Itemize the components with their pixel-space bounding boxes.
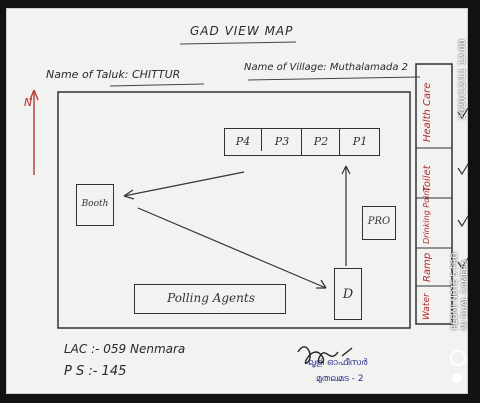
photo-timestamp: 2020/12/11 12:00 (458, 39, 468, 120)
facility-water: Water (422, 293, 432, 320)
polling-agents-label: Polling Agents (167, 291, 255, 305)
facility-drinking-point: Drinking Point (422, 187, 431, 244)
door-label: D (342, 287, 354, 302)
pro-label: PRO (367, 216, 391, 227)
room-p3: P3 (263, 129, 302, 155)
booth-box: Booth (76, 184, 114, 226)
booth-label: Booth (81, 199, 109, 209)
arrow-to-door (137, 207, 327, 289)
camera-dot-icon (452, 373, 462, 383)
polling-agents-box: Polling Agents (134, 284, 286, 314)
north-label: N (24, 96, 33, 109)
village-label: Name of Village: Muthalamada 2 (244, 62, 408, 73)
paper-sheet (6, 8, 468, 394)
room-p2: P2 (303, 129, 340, 155)
facility-health-care: Health Care (422, 82, 433, 142)
compound-boundary (57, 91, 411, 329)
door-box: D (334, 268, 362, 320)
signature (297, 346, 353, 365)
camera-ring-icon (450, 350, 466, 366)
lac-label: LAC :- 059 Nenmara (64, 342, 186, 356)
arrow-to-booth (123, 171, 245, 197)
title-underline (179, 41, 297, 45)
camera-watermark-camera: MI DUAL CAMERA (460, 259, 469, 330)
facility-column (415, 63, 453, 325)
rooms-row: P4 P3 P2 P1 (224, 128, 380, 156)
ps-label: P S :- 145 (64, 364, 127, 379)
stamp-line-1: ലൂളി ഓഫീസർ (308, 358, 368, 368)
pro-box: PRO (362, 206, 396, 240)
facility-ramp: Ramp (422, 252, 433, 282)
taluk-label: Name of Taluk: CHITTUR (46, 68, 181, 81)
camera-watermark-model: REDMI NOTE 5 PRO (450, 252, 459, 330)
stamp-line-2: മുതലമട - 2 (316, 374, 364, 384)
room-p4: P4 (225, 129, 262, 151)
map-title: GAD VIEW MAP (190, 24, 294, 38)
room-p1: P1 (352, 135, 368, 148)
